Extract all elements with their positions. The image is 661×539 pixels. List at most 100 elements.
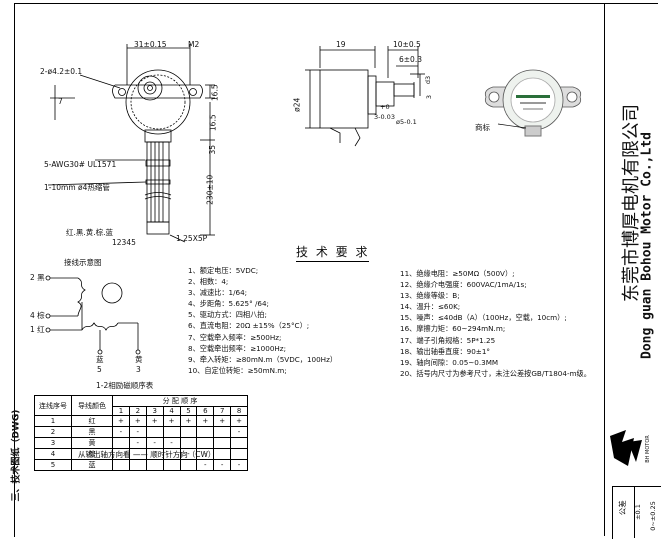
brand-logo: BH MOTOR: [608, 428, 658, 473]
motor-side-view: [305, 46, 425, 147]
side-dim-3: 3-0.03: [374, 113, 395, 121]
sequence-cell: [230, 448, 248, 460]
spec-item: 2、相数：4;: [188, 277, 229, 287]
step-header: 7: [213, 406, 232, 416]
sequence-cell: +: [179, 415, 198, 427]
step-header: 1: [112, 406, 130, 416]
seq-number: 2: [34, 426, 72, 438]
sequence-cell: [213, 448, 232, 460]
wiring-title: 接线示意图: [64, 258, 102, 267]
sequence-cell: [196, 437, 215, 449]
sequence-cell: -: [162, 437, 181, 449]
spec-item: 19、轴向间隙：0.05~0.3MM: [400, 357, 499, 367]
seq-number: 3: [34, 437, 72, 449]
sequence-cell: [179, 437, 198, 449]
step-header: 6: [196, 406, 215, 416]
side-dim-d3: d3: [424, 75, 433, 85]
wire-colors: 红.黑.黄.棕.蓝: [66, 228, 114, 237]
spec-item: 17、端子引角规格：5P*1.25: [400, 335, 496, 345]
specs-title: 技 术 要 求: [296, 243, 370, 262]
sequence-cell: [128, 459, 147, 471]
step-header: 3: [145, 406, 164, 416]
tolerance-header: 公差: [617, 500, 627, 516]
wire-color: 蓝: [71, 459, 113, 471]
seq-number: 1: [34, 415, 72, 427]
motor-front-view: [47, 44, 215, 243]
sequence-cell: -: [128, 437, 147, 449]
sequence-cell: -: [196, 459, 215, 471]
sequence-cell: +: [128, 415, 147, 427]
wire-color: 红: [71, 415, 113, 427]
spec-item: 3、减速比：1/64;: [188, 288, 248, 298]
side-dim-10: 10±0.5: [393, 40, 421, 49]
sequence-cell: +: [230, 415, 248, 427]
spec-item: 16、摩擦力矩：60~294mN.m;: [400, 324, 506, 334]
spec-item: 7、空载牵入频率：≥500Hz;: [188, 332, 282, 342]
wire-label-brown: 4 棕: [30, 311, 45, 320]
spec-item: 5、驱动方式：四相八拍;: [188, 310, 267, 320]
spec-item: 11、绝缘电阻：≥50MΩ（500V）;: [400, 269, 515, 278]
spec-item: 1、额定电压：5VDC;: [188, 266, 259, 275]
sequence-cell: +: [145, 415, 164, 427]
spec-item: 18、输出轴垂直度：90±1°: [400, 346, 490, 356]
tolerance-divider: [634, 486, 635, 538]
dim-width: 31±0.15: [134, 40, 167, 49]
wiring-diagram: [45, 275, 141, 355]
trademark-label: 商标: [475, 123, 490, 132]
wire-color: 黄: [71, 437, 113, 449]
sequence-cell: [145, 426, 164, 438]
dim-16-5-b: 16.5: [208, 114, 218, 132]
sequence-cell: [162, 459, 181, 471]
dim-16-5-a: 16.5: [210, 84, 220, 102]
sequence-cell: +: [213, 415, 232, 427]
spec-item: 14、温升：≤60K;: [400, 302, 461, 312]
bh-logo-icon: [610, 430, 642, 466]
sequence-cell: [179, 426, 198, 438]
sequence-cell: +: [196, 415, 215, 427]
sequence-cell: [112, 437, 130, 449]
sequence-cell: -: [213, 459, 232, 471]
wire-label-black: 2 黑: [30, 273, 45, 282]
dim-35: 35: [208, 144, 218, 155]
sequence-cell: +: [162, 415, 181, 427]
tolerance-block: [612, 486, 661, 539]
sequence-cell: [112, 459, 130, 471]
sequence-cell: [179, 459, 198, 471]
sequence-cell: -: [230, 426, 248, 438]
connector-pins: 12345: [112, 238, 136, 247]
sequence-cell: +: [112, 415, 130, 427]
company-name-en: Dong guan Bohou Motor Co.,Ltd: [639, 132, 655, 359]
step-header: 2: [128, 406, 147, 416]
tolerance-value-2: 0~±0.25: [648, 501, 657, 531]
title-block-border: [604, 3, 661, 536]
step-header: 4: [162, 406, 181, 416]
connector-spec: 1.25X5P: [176, 234, 208, 243]
side-dim-0: +0: [380, 103, 390, 111]
pin-3: 3: [136, 365, 141, 374]
sequence-cell: [213, 426, 232, 438]
wire-color: 黑: [71, 426, 113, 438]
step-header: 8: [230, 406, 248, 416]
heatshrink-spec: 1-10mm ø4热缩管: [44, 183, 110, 192]
section-title: 三、技术图纸（DWG): [11, 409, 22, 502]
sequence-cell: -: [230, 459, 248, 471]
rotation-direction: 从输出轴方向看 —— 顺时针方向（CW）: [78, 450, 216, 459]
dim-holes: 2-ø4.2±0.1: [40, 67, 83, 76]
dim-230: 230±10: [205, 174, 215, 205]
spec-item: 10、自定位转矩：≥50mN.m;: [188, 365, 287, 375]
side-dim-19: 19: [336, 40, 346, 49]
brand-logo-text: BH MOTOR: [644, 435, 651, 463]
sequence-cell: [213, 437, 232, 449]
sequence-cell: [145, 459, 164, 471]
spec-item: 13、绝缘等级：B;: [400, 291, 460, 301]
spec-item: 20、括号内尺寸为参考尺寸，未注公差按GB/T1804-m级。: [400, 368, 591, 378]
dim-m2: M2: [188, 40, 200, 49]
spec-item: 4、步距角：5.625° /64;: [188, 299, 269, 309]
sequence-cell: -: [112, 426, 130, 438]
col-order-header: 分 配 顺 序: [112, 395, 248, 407]
sequence-cell: -: [145, 437, 164, 449]
